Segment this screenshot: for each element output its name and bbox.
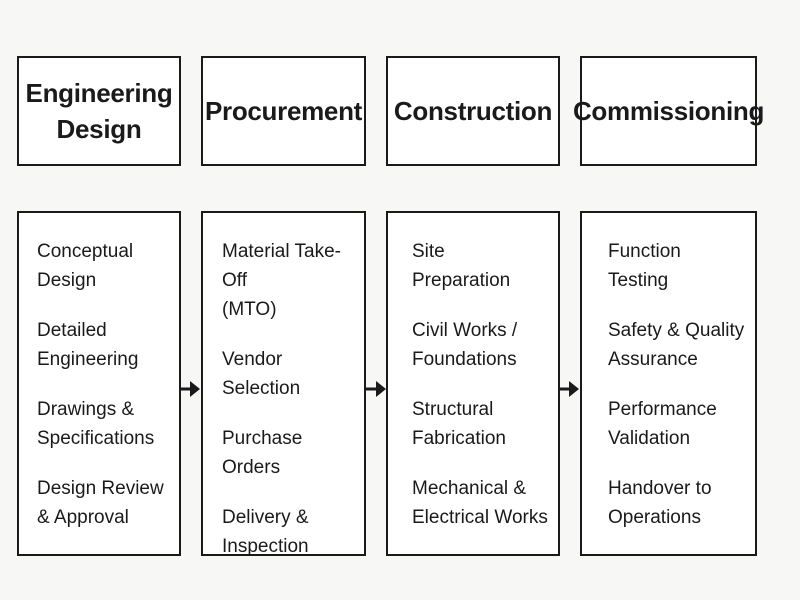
phase-title: Commissioning bbox=[572, 96, 765, 126]
phase-header-commissioning: Commissioning bbox=[573, 56, 764, 166]
phase-details-engineering-design: Conceptual Design Detailed Engineering D… bbox=[17, 211, 181, 556]
phase-task: Handover to Operations bbox=[608, 478, 712, 528]
phase-task: Vendor Selection bbox=[222, 349, 301, 399]
phase-header-procurement: Procurement bbox=[201, 56, 366, 166]
phase-details-construction: Site Preparation Civil Works / Foundatio… bbox=[386, 211, 560, 556]
phase-task: Civil Works / Foundations bbox=[412, 320, 518, 370]
phase-title: Engineering Design bbox=[25, 78, 173, 144]
phase-task: Drawings & Specifications bbox=[37, 399, 155, 449]
phase-task: Mechanical & Electrical Works bbox=[412, 478, 548, 528]
phase-title: Construction bbox=[393, 96, 553, 126]
arrow-right-icon bbox=[365, 381, 386, 397]
phase-task: Performance Validation bbox=[608, 399, 717, 449]
phase-task: Conceptual Design bbox=[37, 241, 134, 291]
phase-task: Material Take-Off (MTO) bbox=[222, 241, 341, 320]
phase-task: Delivery & Inspection bbox=[222, 507, 309, 557]
phase-task: Function Testing bbox=[608, 241, 681, 291]
phase-header-construction: Construction bbox=[386, 56, 560, 166]
phase-task: Site Preparation bbox=[412, 241, 511, 291]
phase-details-commissioning: Function Testing Safety & Quality Assura… bbox=[580, 211, 757, 556]
phase-task: Detailed Engineering bbox=[37, 320, 139, 370]
phase-task: Safety & Quality Assurance bbox=[608, 320, 745, 370]
phase-header-engineering-design: Engineering Design bbox=[17, 56, 181, 166]
arrow-right-icon bbox=[558, 381, 579, 397]
phase-task: Design Review & Approval bbox=[37, 478, 164, 528]
arrow-right-icon bbox=[179, 381, 200, 397]
phase-task: Structural Fabrication bbox=[412, 399, 506, 449]
phase-task: Purchase Orders bbox=[222, 428, 303, 478]
phase-details-procurement: Material Take-Off (MTO) Vendor Selection… bbox=[201, 211, 366, 557]
phase-title: Procurement bbox=[204, 96, 363, 126]
